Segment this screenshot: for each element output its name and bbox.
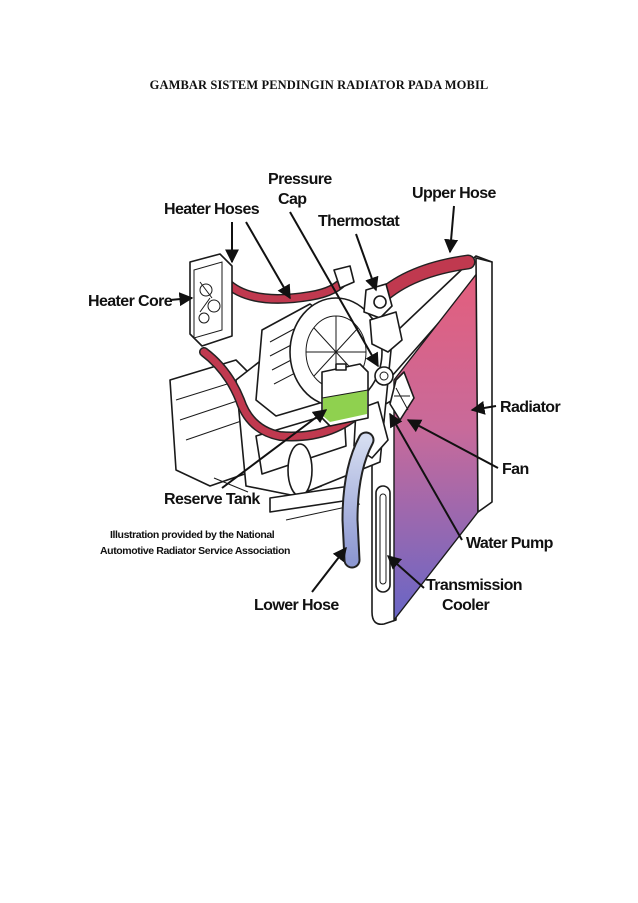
- label-transmission-cooler-line1: Transmission: [426, 577, 522, 594]
- reserve-tank: [322, 364, 368, 426]
- arrow-upper-hose: [450, 206, 454, 252]
- credit-line2: Automotive Radiator Service Association: [100, 545, 290, 557]
- label-reserve-tank: Reserve Tank: [164, 491, 260, 508]
- label-heater-core: Heater Core: [88, 293, 173, 310]
- label-lower-hose: Lower Hose: [254, 597, 339, 614]
- transmission-cooler: [376, 486, 390, 592]
- credit-line1: Illustration provided by the National: [110, 529, 275, 541]
- label-pressure-cap-line1: Pressure: [268, 171, 332, 188]
- arrow-heater-hoses-2: [246, 222, 290, 298]
- arrow-thermostat: [356, 234, 376, 290]
- pressure-cap: [375, 367, 393, 385]
- label-pressure-cap-line2: Cap: [278, 191, 307, 208]
- label-fan: Fan: [502, 461, 529, 478]
- label-transmission-cooler-line2: Cooler: [442, 597, 489, 614]
- heater-core: [190, 254, 232, 346]
- label-heater-hoses: Heater Hoses: [164, 201, 260, 218]
- arrow-heater-core: [170, 298, 192, 300]
- label-upper-hose: Upper Hose: [412, 185, 496, 202]
- label-radiator: Radiator: [500, 399, 560, 416]
- lower-hose: [350, 440, 366, 560]
- label-thermostat: Thermostat: [318, 213, 400, 230]
- arrow-lower-hose: [312, 548, 346, 592]
- label-water-pump: Water Pump: [466, 535, 554, 552]
